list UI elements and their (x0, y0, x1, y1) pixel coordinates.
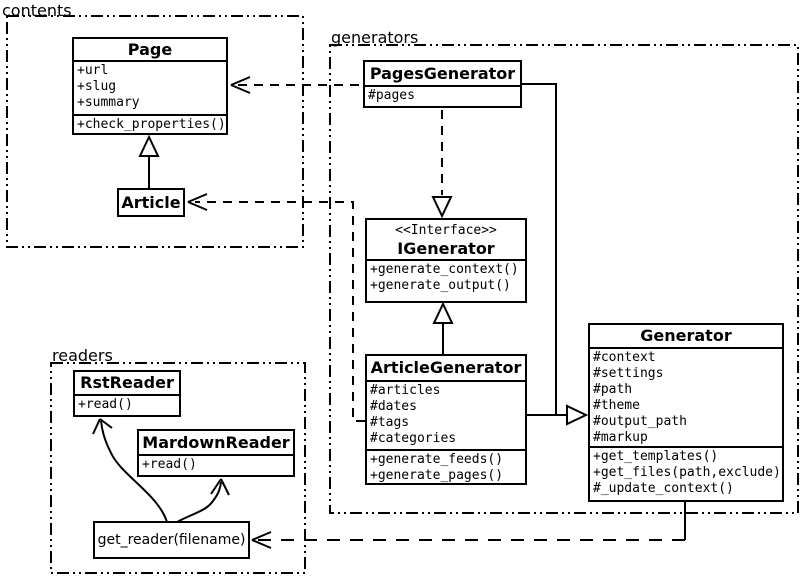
dependency-arrow-articlegenerator-to-article (187, 193, 365, 422)
call-arrow-getreader-to-rstreader (92, 418, 168, 523)
dependency-arrow-generator-to-getreader (251, 502, 686, 549)
attribute: #pages (368, 88, 415, 103)
class-attributes: #context#settings#path#theme#output_path… (590, 347, 782, 446)
package-frame-contents (6, 15, 304, 248)
class-attributes: #pages (365, 85, 520, 109)
class-methods: +generate_feeds()+generate_pages() (367, 449, 525, 489)
attribute: +slug (77, 79, 117, 94)
attribute: #path (593, 382, 633, 397)
attribute: +summary (77, 95, 140, 110)
package-frame-generators (329, 44, 799, 514)
method: +read() (78, 397, 133, 412)
class-header: <<Interface>> IGenerator (367, 220, 525, 259)
class-title: IGenerator (397, 238, 495, 258)
class-methods: +read() (75, 394, 179, 418)
class-title: Generator (640, 326, 732, 345)
class-attributes: +url+slug+summary (74, 60, 226, 114)
class-box-generator: Generator #context#settings#path#theme#o… (588, 323, 784, 502)
attribute: #output_path (593, 414, 687, 429)
method: +check_properties() (77, 117, 226, 132)
class-title: Page (127, 39, 173, 59)
attribute: #theme (593, 398, 640, 413)
inheritance-arrow-article-to-page (138, 134, 160, 188)
attribute: #markup (593, 430, 648, 445)
function-box-getreader: get_reader(filename) (93, 521, 250, 559)
attribute: #context (593, 350, 656, 365)
class-box-rstreader: RstReader +read() (73, 370, 181, 417)
class-title: MardownReader (142, 432, 290, 452)
attribute: +url (77, 63, 109, 78)
class-box-mardownreader: MardownReader +read() (137, 429, 295, 477)
package-label-readers: readers (52, 346, 113, 365)
class-stereotype: <<Interface>> (395, 223, 497, 238)
method: +read() (142, 457, 197, 472)
realization-arrow-pagesgenerator-to-igenerator (431, 110, 453, 219)
attribute: #settings (593, 366, 664, 381)
class-title: ArticleGenerator (370, 358, 522, 377)
class-methods: +check_properties() (74, 114, 226, 139)
dependency-arrow-pagesgenerator-to-page (230, 76, 363, 94)
class-attributes: #articles#dates#tags#categories (367, 380, 525, 449)
class-title: RstReader (80, 373, 174, 392)
class-methods: +get_templates()+get_files(path,exclude)… (590, 446, 782, 502)
attribute: #articles (370, 383, 441, 398)
class-box-pagesgenerator: PagesGenerator #pages (363, 60, 522, 108)
package-label-generators: generators (331, 28, 419, 47)
call-arrow-getreader-to-mardownreader (176, 478, 230, 523)
attribute: #tags (370, 415, 410, 430)
method: +get_files(path,exclude) (593, 465, 781, 480)
class-box-articlegenerator: ArticleGenerator #articles#dates#tags#ca… (365, 354, 527, 485)
method: +generate_feeds() (370, 452, 504, 467)
class-box-igenerator: <<Interface>> IGenerator +generate_conte… (365, 218, 527, 303)
inheritance-arrow-generators-to-generator (522, 83, 589, 426)
package-label-contents: contents (2, 1, 72, 20)
class-box-page: Page +url+slug+summary +check_properties… (72, 37, 228, 135)
package-frame-readers (50, 362, 306, 574)
class-title: Article (121, 192, 181, 212)
class-methods: +read() (139, 454, 293, 478)
class-methods: +generate_context()+generate_output() (367, 259, 525, 300)
method: #_update_context() (593, 481, 734, 496)
attribute: #categories (370, 431, 457, 446)
class-box-article: Article (117, 188, 185, 217)
method: +generate_pages() (370, 468, 504, 483)
method: +generate_output() (370, 278, 511, 293)
method: +generate_context() (370, 262, 519, 277)
class-title: PagesGenerator (369, 63, 516, 83)
inheritance-arrow-articlegenerator-to-igenerator (432, 301, 454, 354)
attribute: #dates (370, 399, 417, 414)
method: +get_templates() (593, 449, 719, 464)
